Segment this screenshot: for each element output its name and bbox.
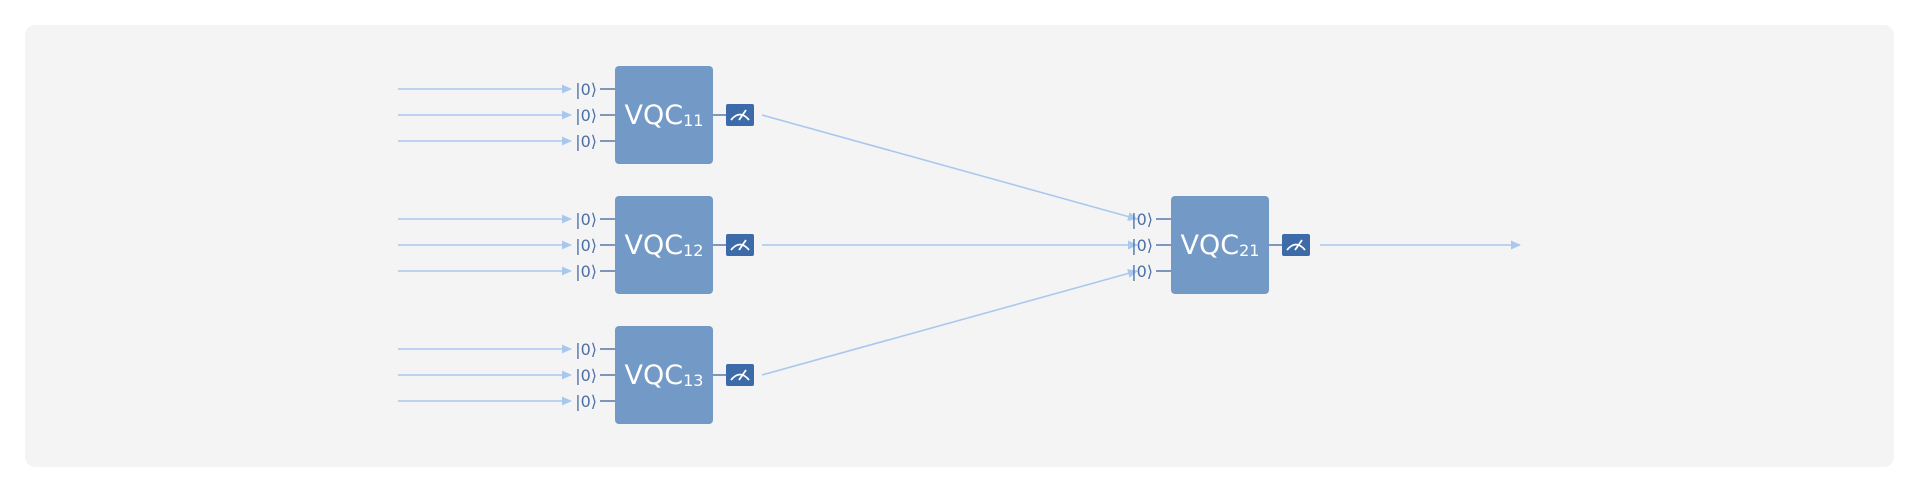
vqc-label: VQC21	[1181, 230, 1260, 261]
measurement-meter-icon	[726, 104, 754, 126]
ket-zero-label: |0⟩	[575, 236, 597, 255]
vqc-label: VQC13	[625, 360, 704, 391]
vqc-label: VQC12	[625, 230, 704, 261]
vqc-box	[615, 196, 713, 294]
vqc-box	[615, 326, 713, 424]
vqc-label: VQC11	[625, 100, 704, 131]
measurement-meter-icon	[1282, 234, 1310, 256]
connection-arrow	[761, 269, 1138, 376]
connection-arrow	[761, 114, 1138, 221]
measurement-meter-icon	[726, 364, 754, 386]
ket-zero-label: |0⟩	[575, 340, 597, 359]
ket-zero-label: |0⟩	[1131, 210, 1153, 229]
ket-zero-label: |0⟩	[1131, 236, 1153, 255]
ket-zero-label: |0⟩	[575, 80, 597, 99]
vqc-node-11: |0⟩ |0⟩ |0⟩ VQC11	[575, 66, 754, 164]
ket-zero-label: |0⟩	[575, 392, 597, 411]
measurement-meter-icon	[726, 234, 754, 256]
ket-zero-label: |0⟩	[575, 366, 597, 385]
ket-zero-label: |0⟩	[575, 262, 597, 281]
ket-zero-label: |0⟩	[575, 210, 597, 229]
ket-zero-label: |0⟩	[575, 106, 597, 125]
vqc-box	[1171, 196, 1269, 294]
vqc-box	[615, 66, 713, 164]
ket-zero-label: |0⟩	[575, 132, 597, 151]
vqc-node-21: |0⟩ |0⟩ |0⟩ VQC21	[1131, 196, 1310, 294]
vqc-node-13: |0⟩ |0⟩ |0⟩ VQC13	[575, 326, 754, 424]
diagram-panel	[25, 25, 1894, 467]
ket-zero-label: |0⟩	[1131, 262, 1153, 281]
vqc-node-12: |0⟩ |0⟩ |0⟩ VQC12	[575, 196, 754, 294]
